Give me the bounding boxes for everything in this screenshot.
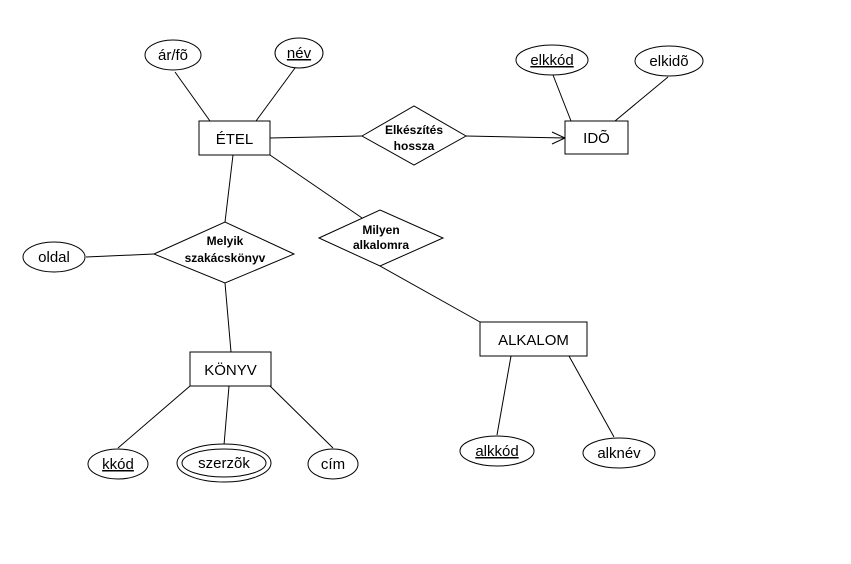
connector-lines bbox=[85, 67, 669, 449]
line-etel-milyen bbox=[269, 154, 366, 221]
relationship-elkeszites-line2: hossza bbox=[394, 139, 435, 153]
relationship-elkeszites[interactable]: Elkészítés hossza bbox=[360, 105, 468, 166]
attribute-kkod-label: kkód bbox=[102, 456, 134, 473]
line-elkido-ido bbox=[614, 76, 669, 122]
attribute-oldal-label: oldal bbox=[38, 249, 70, 266]
relationship-melyik-line1: Melyik bbox=[207, 234, 244, 248]
entity-etel[interactable]: ÉTEL bbox=[198, 120, 271, 156]
line-etel-elkeszites bbox=[269, 135, 363, 139]
line-elkkod-ido bbox=[552, 74, 572, 122]
attribute-nev-label: név bbox=[287, 45, 312, 62]
line-konyv-cim bbox=[269, 385, 334, 449]
line-alkalom-alknev bbox=[568, 355, 615, 438]
line-konyv-szerzok bbox=[223, 385, 230, 446]
line-konyv-kkod bbox=[117, 385, 191, 449]
attribute-cim-label: cím bbox=[321, 456, 345, 473]
relationship-melyik[interactable]: Melyik szakácskönyv bbox=[152, 221, 296, 284]
relationship-milyen-line2: alkalomra bbox=[353, 238, 409, 252]
entity-ido[interactable]: IDÕ bbox=[564, 120, 629, 155]
attribute-elkkod-label: elkkód bbox=[530, 52, 573, 69]
entity-ido-label: IDÕ bbox=[583, 130, 610, 147]
relationship-milyen[interactable]: Milyen alkalomra bbox=[317, 209, 445, 267]
attribute-alkkod-label: alkkód bbox=[475, 443, 518, 460]
attribute-szerzok-label: szerzõk bbox=[198, 455, 250, 472]
relationship-melyik-line2: szakácskönyv bbox=[185, 251, 266, 265]
line-etel-melyik bbox=[224, 154, 234, 223]
line-alkalom-alkkod bbox=[496, 355, 512, 436]
attribute-alknev-label: alknév bbox=[597, 445, 641, 462]
attribute-szerzok[interactable]: szerzõk bbox=[176, 443, 272, 483]
line-arfo-etel bbox=[174, 71, 211, 122]
entity-konyv[interactable]: KÖNYV bbox=[189, 351, 272, 387]
attribute-alkkod[interactable]: alkkód bbox=[459, 435, 535, 467]
attribute-kkod[interactable]: kkód bbox=[87, 448, 149, 480]
attribute-elkido[interactable]: elkidõ bbox=[634, 45, 704, 77]
attribute-alknev[interactable]: alknév bbox=[582, 437, 656, 469]
attribute-nev[interactable]: név bbox=[274, 37, 324, 69]
relationship-elkeszites-line1: Elkészítés bbox=[385, 123, 443, 137]
line-milyen-alkalom bbox=[379, 265, 481, 323]
attribute-elkido-label: elkidõ bbox=[649, 53, 688, 70]
line-elkeszites-ido bbox=[465, 135, 566, 139]
relationship-milyen-line1: Milyen bbox=[362, 223, 399, 237]
attribute-oldal[interactable]: oldal bbox=[22, 241, 86, 273]
entity-etel-label: ÉTEL bbox=[216, 131, 254, 148]
attribute-arfo-label: ár/fõ bbox=[158, 47, 188, 64]
attribute-cim[interactable]: cím bbox=[307, 448, 359, 480]
entity-alkalom-label: ALKALOM bbox=[498, 332, 569, 349]
attribute-elkkod[interactable]: elkkód bbox=[515, 44, 589, 76]
line-melyik-konyv bbox=[224, 282, 232, 353]
line-oldal-melyik bbox=[85, 253, 155, 258]
entity-konyv-label: KÖNYV bbox=[204, 361, 257, 379]
entity-alkalom[interactable]: ALKALOM bbox=[479, 321, 588, 357]
attribute-arfo[interactable]: ár/fõ bbox=[144, 39, 202, 71]
line-nev-etel bbox=[255, 67, 296, 122]
